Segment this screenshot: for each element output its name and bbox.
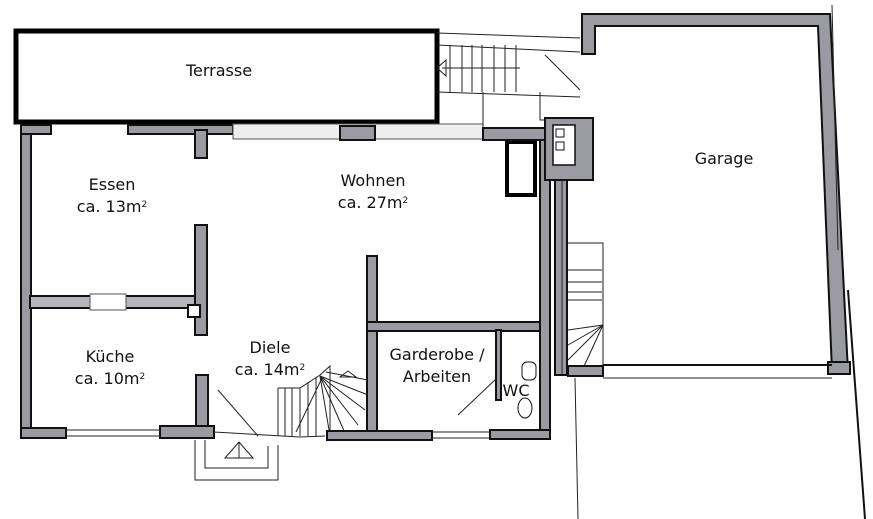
wall-top-right bbox=[482, 127, 554, 141]
room-name: Diele bbox=[249, 338, 291, 357]
wall-bottom-2 bbox=[159, 425, 215, 439]
wall-stub-essen bbox=[194, 129, 208, 159]
garage-property-line bbox=[574, 377, 579, 519]
wall-bottom-3 bbox=[326, 430, 433, 441]
entrance-steps bbox=[194, 440, 279, 481]
flue-1 bbox=[555, 128, 565, 138]
wall-top-3 bbox=[339, 125, 376, 141]
staircase-top bbox=[436, 32, 590, 128]
room-name: Terrasse bbox=[185, 61, 253, 80]
wall-left bbox=[20, 124, 32, 438]
room-label-wohnen: Wohnen ca. 27m2 bbox=[338, 170, 408, 214]
kitchen-window-pass bbox=[89, 293, 127, 311]
room-label-kueche: Küche ca. 10m2 bbox=[75, 346, 145, 390]
room-name-2: Arbeiten bbox=[402, 367, 472, 386]
room-label-garderobe: Garderobe / Arbeiten bbox=[390, 344, 485, 388]
room-name: Garderobe / bbox=[389, 345, 485, 364]
room-area: ca. 13m2 bbox=[76, 197, 148, 216]
staircase-diele bbox=[277, 364, 369, 437]
room-name: Essen bbox=[88, 175, 136, 194]
wall-center-upper bbox=[194, 224, 208, 336]
flue-2 bbox=[555, 141, 565, 151]
wall-top-1 bbox=[20, 124, 52, 135]
entrance-arrow-icon bbox=[223, 441, 255, 459]
room-name: Wohnen bbox=[340, 171, 406, 190]
room-name: Garage bbox=[694, 149, 754, 168]
wall-garage-right-low bbox=[827, 361, 851, 375]
garage-walls bbox=[581, 13, 850, 373]
wall-wc bbox=[495, 329, 502, 401]
room-label-diele: Diele ca. 14m2 bbox=[235, 337, 305, 381]
room-name: WC bbox=[502, 381, 530, 400]
room-area: ca. 14m2 bbox=[234, 360, 306, 379]
wall-garage-left bbox=[554, 179, 568, 376]
wall-bottom-1 bbox=[20, 427, 67, 439]
wall-right-center bbox=[539, 139, 551, 438]
wc-sink bbox=[521, 361, 537, 381]
chimney-small bbox=[187, 304, 201, 318]
room-label-essen: Essen ca. 13m2 bbox=[77, 174, 147, 218]
wall-wohnen-vert bbox=[366, 255, 378, 437]
room-name: Küche bbox=[85, 347, 135, 366]
terrace-outline bbox=[13, 28, 440, 125]
wall-top-2 bbox=[127, 124, 234, 135]
wc-toilet bbox=[517, 397, 533, 419]
wall-garderobe-top bbox=[366, 321, 546, 332]
room-area: ca. 10m2 bbox=[74, 369, 146, 388]
staircase-garage bbox=[567, 242, 604, 376]
room-label-wc: WC bbox=[503, 380, 530, 402]
wall-bottom-4 bbox=[489, 429, 551, 440]
wall-garage-bottom-left bbox=[567, 365, 604, 377]
room-label-terrasse: Terrasse bbox=[186, 60, 252, 82]
chimney-wohnen bbox=[505, 140, 537, 197]
room-label-garage: Garage bbox=[695, 148, 754, 170]
room-area: ca. 27m2 bbox=[337, 193, 409, 212]
